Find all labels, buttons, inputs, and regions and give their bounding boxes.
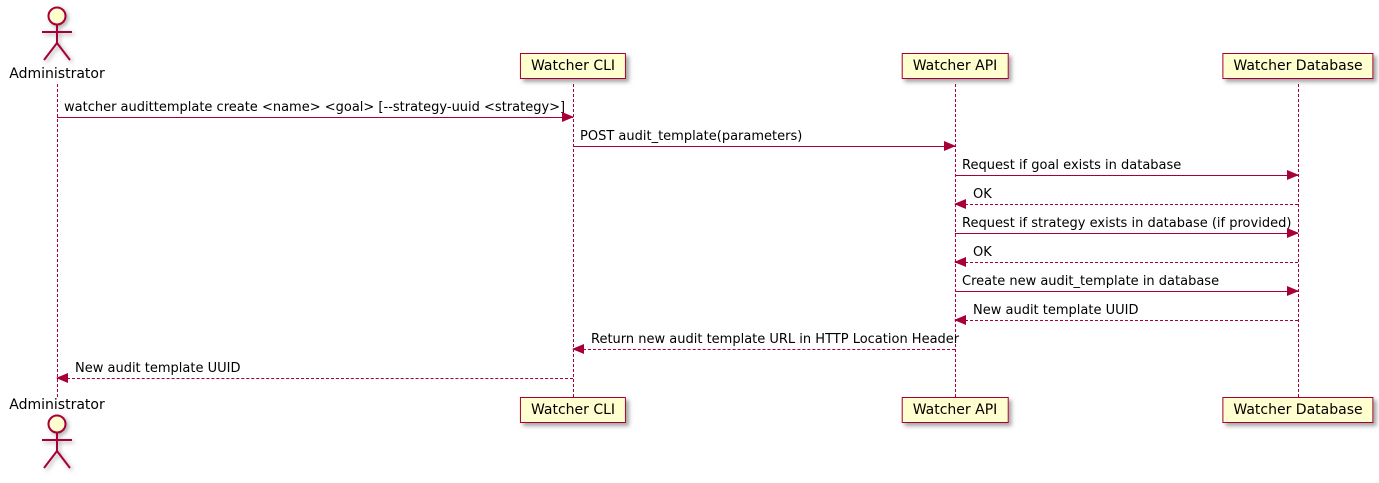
message-3-line: [955, 175, 1298, 176]
message-7-text: Create new audit_template in database: [962, 274, 1220, 289]
message-8-text: New audit template UUID: [973, 303, 1139, 318]
message-4-text: OK: [973, 187, 992, 202]
message-1-line: [57, 117, 573, 118]
message-1: watcher audittemplate create <name> <goa…: [57, 100, 574, 122]
message-4: OK: [954, 187, 1298, 209]
arrowhead-left-icon: [56, 373, 68, 383]
stick-figure-icon: [42, 6, 72, 61]
participant-watcher-database-bottom: Watcher Database: [1222, 397, 1374, 423]
participant-watcher-api-top: Watcher API: [901, 53, 1009, 79]
lifeline-watcher-database: [1298, 84, 1299, 397]
message-10-line: [57, 378, 573, 379]
participant-watcher-cli-bottom: Watcher CLI: [519, 397, 627, 423]
message-5: Request if strategy exists in database (…: [955, 216, 1299, 238]
message-9-line: [573, 349, 955, 350]
arrowhead-right-icon: [944, 141, 956, 151]
arrowhead-right-icon: [1287, 170, 1299, 180]
arrowhead-left-icon: [954, 257, 966, 267]
participant-watcher-cli-top: Watcher CLI: [519, 53, 627, 79]
message-6-text: OK: [973, 245, 992, 260]
participant-watcher-database-top: Watcher Database: [1222, 53, 1374, 79]
arrowhead-right-icon: [562, 112, 574, 122]
message-9-text: Return new audit template URL in HTTP Lo…: [591, 332, 960, 347]
message-2: POST audit_template(parameters): [573, 129, 956, 151]
message-4-line: [955, 204, 1298, 205]
message-7-line: [955, 291, 1298, 292]
actor-administrator-top: [37, 5, 77, 65]
message-10: New audit template UUID: [56, 361, 573, 383]
message-2-text: POST audit_template(parameters): [580, 129, 803, 144]
actor-label-bottom: Administrator: [9, 397, 105, 413]
lifeline-watcher-api: [955, 84, 956, 397]
message-5-text: Request if strategy exists in database (…: [962, 216, 1292, 231]
message-7: Create new audit_template in database: [955, 274, 1299, 296]
lifeline-administrator: [57, 84, 58, 397]
message-6-line: [955, 262, 1298, 263]
actor-administrator-bottom: [37, 413, 77, 473]
message-3-text: Request if goal exists in database: [962, 158, 1182, 173]
message-1-text: watcher audittemplate create <name> <goa…: [64, 100, 566, 115]
message-8-line: [955, 320, 1298, 321]
message-6: OK: [954, 245, 1298, 267]
arrowhead-right-icon: [1287, 286, 1299, 296]
stick-figure-icon: [42, 414, 72, 469]
arrowhead-left-icon: [572, 344, 584, 354]
message-9: Return new audit template URL in HTTP Lo…: [572, 332, 960, 354]
arrowhead-left-icon: [954, 315, 966, 325]
arrowhead-right-icon: [1287, 228, 1299, 238]
message-8: New audit template UUID: [954, 303, 1298, 325]
actor-label-top: Administrator: [9, 66, 105, 82]
message-3: Request if goal exists in database: [955, 158, 1299, 180]
participant-watcher-api-bottom: Watcher API: [901, 397, 1009, 423]
arrowhead-left-icon: [954, 199, 966, 209]
lifeline-watcher-cli: [573, 84, 574, 397]
message-5-line: [955, 233, 1298, 234]
message-2-line: [573, 146, 955, 147]
message-10-text: New audit template UUID: [75, 361, 241, 376]
